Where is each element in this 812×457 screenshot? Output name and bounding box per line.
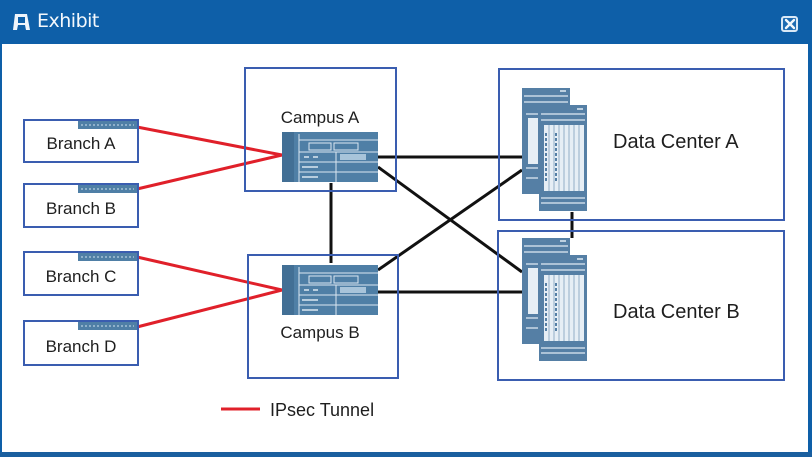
router-icon <box>77 120 138 130</box>
branch-c: Branch C <box>23 251 139 296</box>
campus-label: Campus A <box>281 108 360 127</box>
branch-label: Branch A <box>47 134 117 153</box>
data-center-b: Data Center B <box>497 230 785 381</box>
exhibit-icon <box>12 13 32 31</box>
legend: IPsec Tunnel <box>221 400 374 420</box>
branch-a: Branch A <box>23 119 139 163</box>
ipsec-links <box>136 125 283 329</box>
router-icon <box>77 184 138 194</box>
title-bar: Exhibit <box>0 0 812 44</box>
data-center-label: Data Center A <box>613 131 739 153</box>
chassis-icon <box>521 87 588 212</box>
router-icon <box>77 321 138 331</box>
ipsec-link-branch-d <box>136 288 283 329</box>
ipsec-link-branch-a <box>136 125 283 157</box>
close-button[interactable] <box>781 16 798 32</box>
branch-label: Branch D <box>46 337 117 356</box>
router-icon <box>77 252 138 262</box>
ipsec-link-branch-b <box>136 153 283 191</box>
legend-label: IPsec Tunnel <box>270 400 374 420</box>
branch-label: Branch B <box>46 199 116 218</box>
switch-icon <box>281 264 379 316</box>
branch-b: Branch B <box>23 183 139 228</box>
ipsec-link-branch-c <box>136 255 283 292</box>
window-bottom-border <box>0 452 812 457</box>
campus-a: Campus A <box>244 67 397 192</box>
data-center-label: Data Center B <box>613 301 740 323</box>
chassis-icon <box>521 237 588 362</box>
data-center-a: Data Center A <box>498 68 785 221</box>
campus-label: Campus B <box>280 323 359 342</box>
exhibit-content <box>2 44 808 452</box>
switch-icon <box>281 131 379 183</box>
window-title: Exhibit <box>37 10 99 32</box>
campus-b: Campus B <box>247 254 399 379</box>
branch-d: Branch D <box>23 320 139 366</box>
close-icon <box>784 18 796 30</box>
branch-label: Branch C <box>46 267 117 286</box>
